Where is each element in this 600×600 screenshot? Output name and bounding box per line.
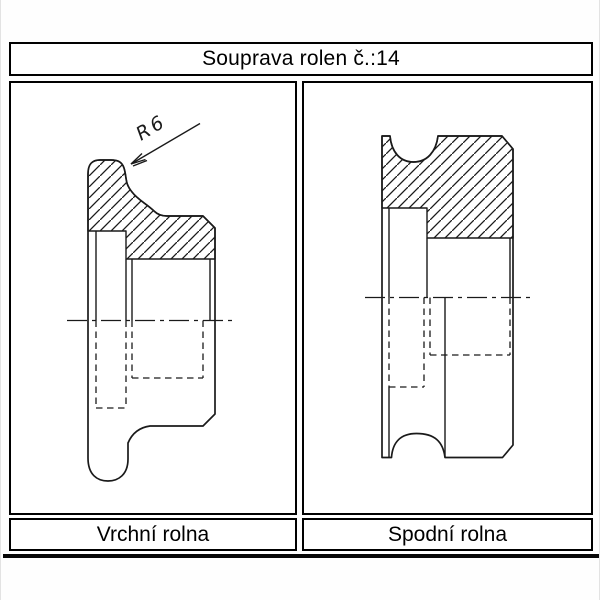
- panel-bottom-roller: [302, 81, 593, 515]
- panel-top-roller: [9, 81, 297, 515]
- caption-box-top-roller: Vrchní rolna: [9, 518, 297, 551]
- caption-box-bottom-roller: Spodní rolna: [302, 518, 593, 551]
- bottom-rule: [3, 554, 599, 558]
- page-title: Souprava rolen č.:14: [202, 47, 400, 70]
- caption-bottom-roller: Spodní rolna: [387, 522, 508, 546]
- caption-top-roller: Vrchní rolna: [96, 522, 210, 546]
- title-box: Souprava rolen č.:14: [9, 42, 593, 76]
